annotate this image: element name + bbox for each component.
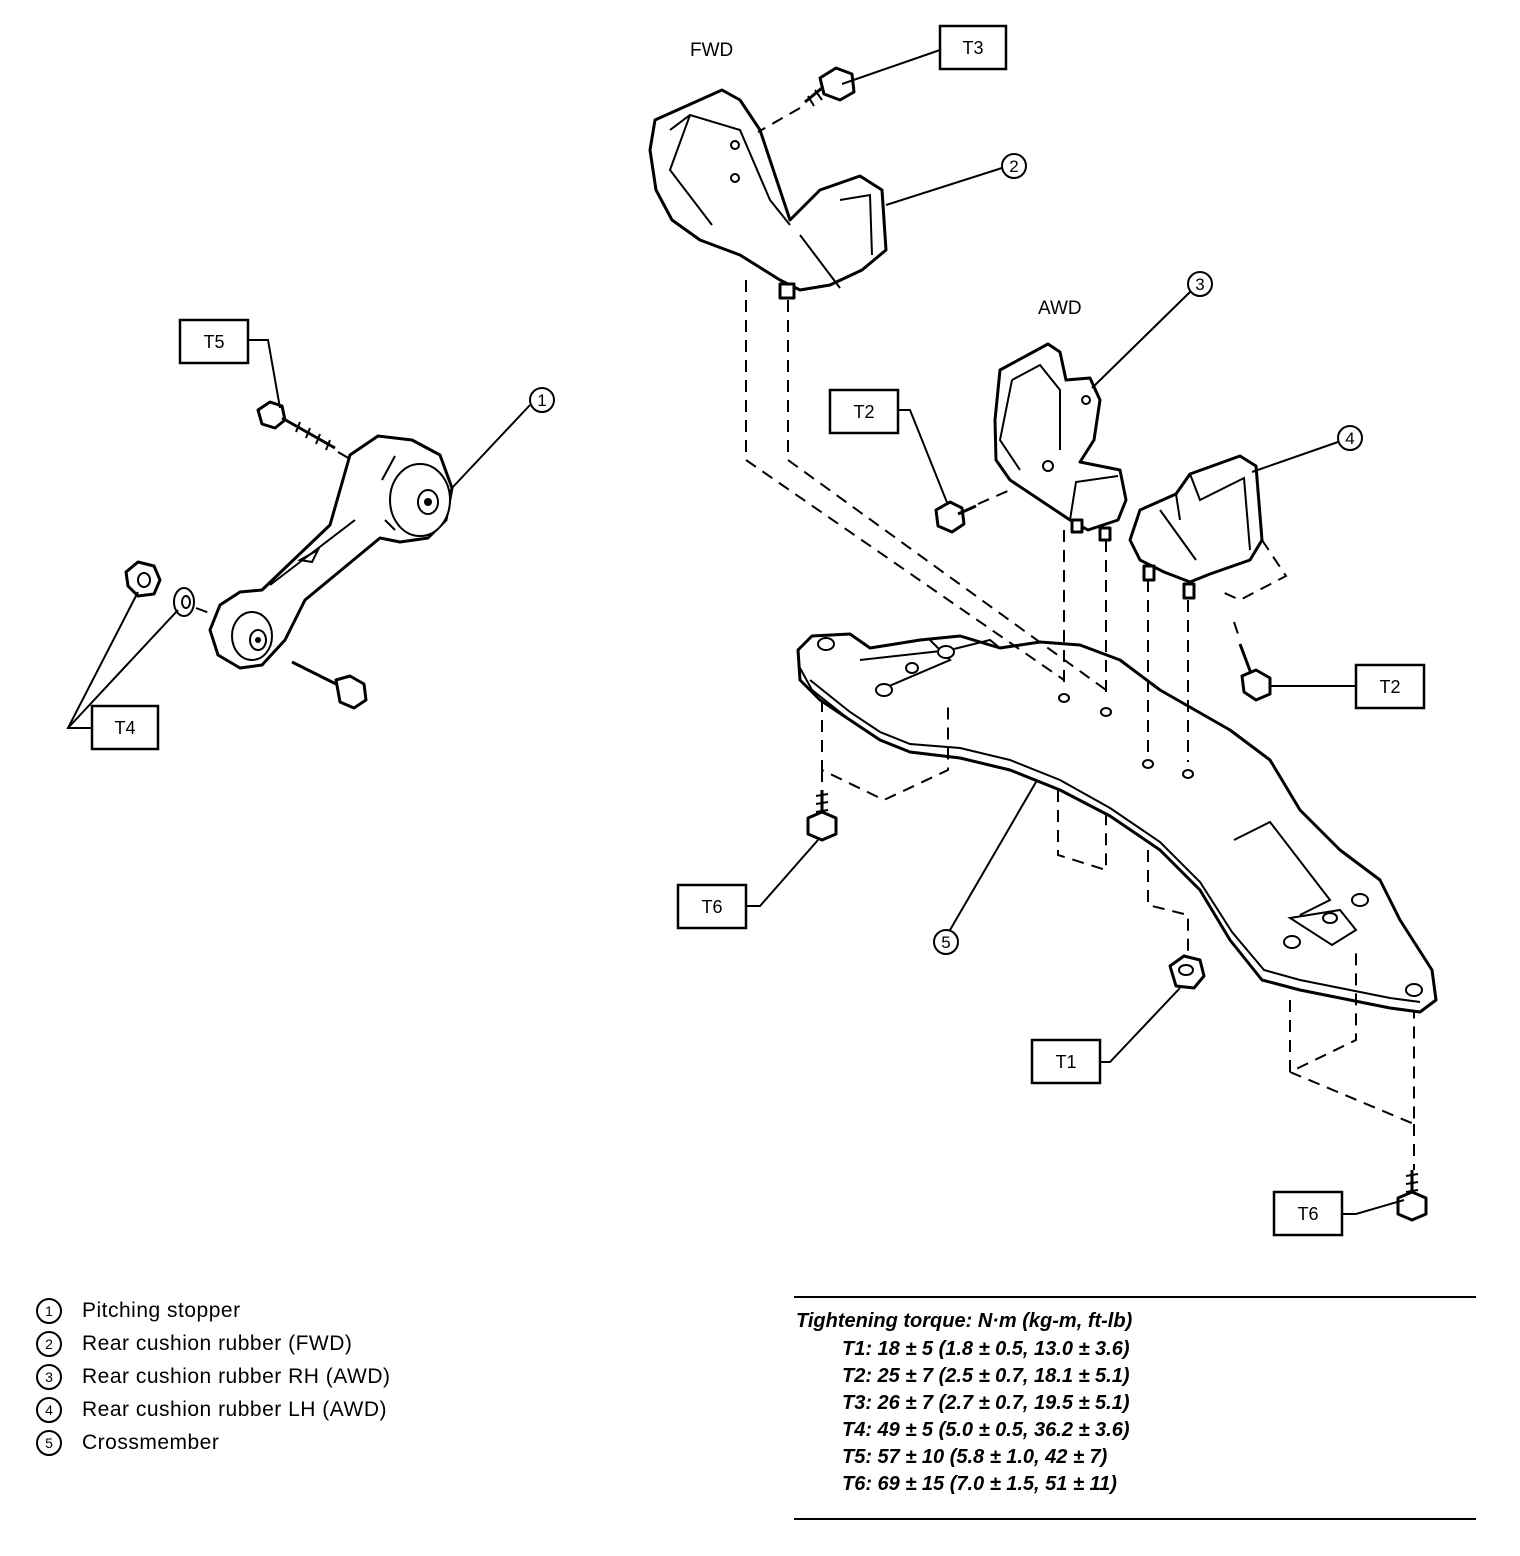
nut-t4 <box>124 560 162 598</box>
leader-4 <box>1251 441 1339 473</box>
legend-item: 2 Rear cushion rubber (FWD) <box>36 1327 516 1360</box>
leader-t5 <box>248 339 281 409</box>
svg-text:T3: T3 <box>962 38 983 58</box>
part-number-5: 5 <box>933 929 959 955</box>
callout-t3: T3 <box>938 24 1008 71</box>
leader-t1 <box>1100 987 1181 1063</box>
svg-text:2: 2 <box>1009 157 1018 176</box>
legend-number: 4 <box>36 1396 62 1423</box>
svg-text:T2: T2 <box>853 402 874 422</box>
torque-row: T6: 69 ± 15 (7.0 ± 1.5, 51 ± 11) <box>842 1473 1117 1495</box>
part-number-3: 3 <box>1187 271 1213 297</box>
awd-label: AWD <box>1038 298 1082 319</box>
tightening-torque-table: Tightening torque: N·m (kg-m, ft-lb) T1:… <box>794 1296 1476 1520</box>
svg-text:1: 1 <box>537 391 546 410</box>
legend-text: Rear cushion rubber RH (AWD) <box>82 1364 391 1388</box>
callout-t4: T4 <box>90 704 160 751</box>
part-number-1: 1 <box>529 387 555 413</box>
svg-text:T5: T5 <box>203 332 224 352</box>
washer-t4 <box>173 587 195 617</box>
crossmember-part <box>796 632 1438 1014</box>
torque-row: T1: 18 ± 5 (1.8 ± 0.5, 13.0 ± 3.6) <box>842 1338 1130 1360</box>
legend-text: Pitching stopper <box>82 1298 241 1322</box>
legend-number: 5 <box>36 1429 62 1456</box>
nut-t1 <box>1168 954 1206 990</box>
bolt-t3 <box>804 66 856 107</box>
bolt-lower-stopper <box>291 660 368 710</box>
leader-3 <box>1091 291 1191 389</box>
torque-rows: T1: 18 ± 5 (1.8 ± 0.5, 13.0 ± 3.6) T2: 2… <box>842 1338 1130 1500</box>
svg-text:3: 3 <box>1195 275 1204 294</box>
legend-item: 5 Crossmember <box>36 1426 516 1459</box>
svg-text:4: 4 <box>1345 429 1354 448</box>
svg-text:T2: T2 <box>1379 677 1400 697</box>
part-number-2: 2 <box>1001 153 1027 179</box>
legend-item: 4 Rear cushion rubber LH (AWD) <box>36 1393 516 1426</box>
torque-row: T4: 49 ± 5 (5.0 ± 0.5, 36.2 ± 3.6) <box>842 1419 1130 1441</box>
legend-text: Rear cushion rubber LH (AWD) <box>82 1397 387 1421</box>
fwd-label: FWD <box>690 40 733 61</box>
legend-number: 3 <box>36 1363 62 1390</box>
leader-1 <box>451 404 531 489</box>
torque-title: Tightening torque: N·m (kg-m, ft-lb) <box>796 1310 1133 1332</box>
leader-5 <box>949 781 1037 931</box>
leader-t2-upper <box>898 409 949 506</box>
leader-t3 <box>841 49 941 85</box>
legend-number: 1 <box>36 1297 62 1324</box>
bolt-t5 <box>256 400 336 451</box>
legend-text: Rear cushion rubber (FWD) <box>82 1331 353 1355</box>
callout-t6-left: T6 <box>676 883 748 930</box>
bolt-t2-upper <box>934 500 977 534</box>
svg-text:T6: T6 <box>701 897 722 917</box>
legend-number: 2 <box>36 1330 62 1357</box>
callout-t1: T1 <box>1030 1038 1102 1085</box>
torque-row: T2: 25 ± 7 (2.5 ± 0.7, 18.1 ± 5.1) <box>842 1365 1130 1387</box>
rear-cushion-rubber-rh-awd-part <box>993 342 1128 542</box>
leader-2 <box>885 167 1003 206</box>
legend-item: 3 Rear cushion rubber RH (AWD) <box>36 1360 516 1393</box>
leader-t6-left <box>746 839 819 907</box>
legend-item: 1 Pitching stopper <box>36 1294 516 1327</box>
leader-t4-washer <box>67 609 179 729</box>
bolt-t6-left <box>806 790 838 842</box>
svg-text:T1: T1 <box>1055 1052 1076 1072</box>
leader-t6-right <box>1342 1199 1405 1215</box>
rear-cushion-rubber-lh-awd-part <box>1128 454 1264 600</box>
callout-t6-right: T6 <box>1272 1190 1344 1237</box>
torque-row: T3: 26 ± 7 (2.7 ± 0.7, 19.5 ± 5.1) <box>842 1392 1130 1414</box>
torque-row: T5: 57 ± 10 (5.8 ± 1.0, 42 ± 7) <box>842 1446 1108 1468</box>
bolt-t2-lower <box>1238 643 1272 702</box>
callout-t2-upper: T2 <box>828 388 900 435</box>
rear-cushion-rubber-fwd-part <box>648 88 888 300</box>
part-number-4: 4 <box>1337 425 1363 451</box>
svg-text:T6: T6 <box>1297 1204 1318 1224</box>
legend-text: Crossmember <box>82 1430 220 1454</box>
pitching-stopper-part <box>208 434 454 670</box>
bolt-t6-right <box>1396 1170 1428 1222</box>
svg-text:5: 5 <box>941 933 950 952</box>
parts-legend: 1 Pitching stopper 2 Rear cushion rubber… <box>36 1294 516 1459</box>
callout-t2-lower: T2 <box>1354 663 1426 710</box>
svg-text:T4: T4 <box>114 718 135 738</box>
callout-t5: T5 <box>178 318 250 365</box>
